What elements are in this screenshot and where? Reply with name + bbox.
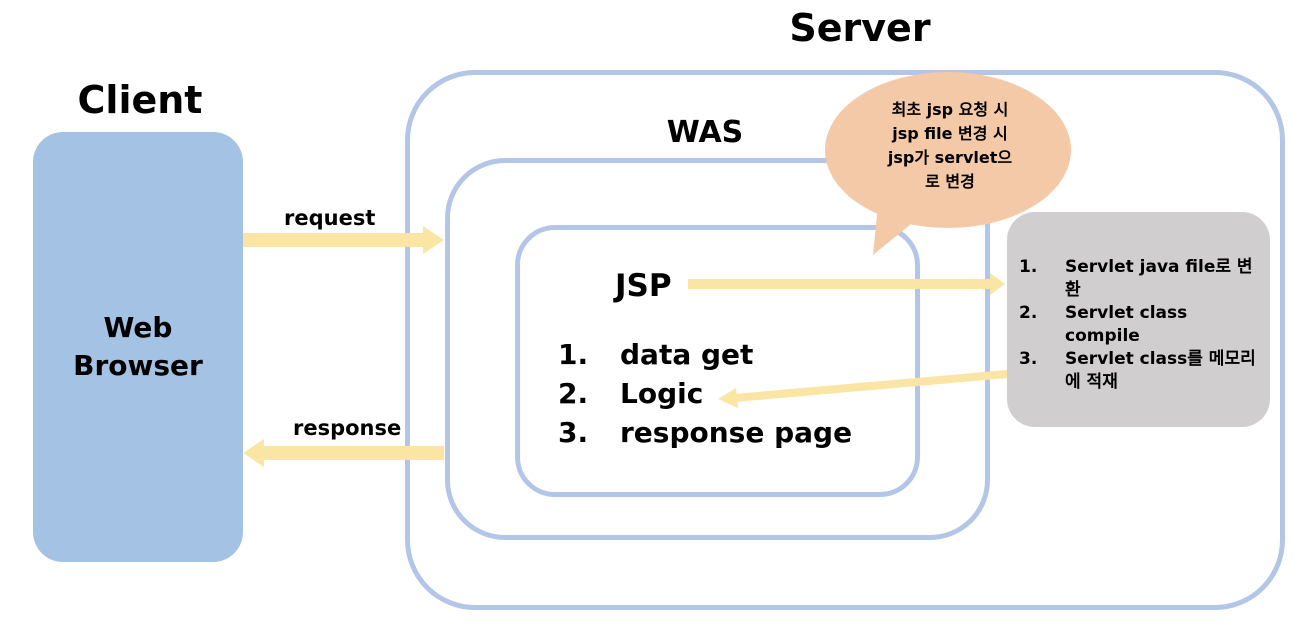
process-step: 1.Servlet java file로 변환 <box>1019 257 1253 300</box>
response-arrow <box>243 439 444 467</box>
client-title: Client <box>77 78 203 122</box>
was-title: WAS <box>666 115 744 150</box>
servlet-process-box: 1.Servlet java file로 변환 2.Servlet class … <box>1007 212 1270 427</box>
request-label: request <box>284 206 376 230</box>
browser-label-line2: Browser <box>73 349 203 382</box>
jsp-container <box>515 225 920 497</box>
browser-label-line1: Web <box>103 311 173 344</box>
request-arrow <box>243 226 444 254</box>
was-container <box>445 158 990 540</box>
servlet-to-logic-arrow <box>718 370 1008 408</box>
jsp-step: 2.Logic <box>558 377 704 410</box>
callout-bubble <box>825 72 1071 255</box>
process-step: 2.Servlet class compile <box>1019 303 1188 346</box>
jsp-to-servlet-arrow <box>688 273 1005 295</box>
process-step: 3.Servlet class를 메모리에 적재 <box>1019 349 1256 392</box>
jsp-step: 3.response page <box>558 416 853 449</box>
server-container <box>405 70 1285 610</box>
callout-line: jsp file 변경 시 <box>892 124 1008 143</box>
callout-line: 최초 jsp 요청 시 <box>891 100 1009 119</box>
jsp-step: 1.data get <box>558 338 754 371</box>
callout-line: jsp가 servlet으 <box>887 148 1013 167</box>
callout-text: 최초 jsp 요청 시 jsp file 변경 시 jsp가 servlet으 … <box>855 98 1045 194</box>
callout-line: 로 변경 <box>925 172 975 191</box>
web-browser-box: Web Browser <box>33 132 243 562</box>
response-label: response <box>293 416 402 440</box>
server-title: Server <box>789 6 931 50</box>
jsp-label: JSP <box>615 268 672 304</box>
